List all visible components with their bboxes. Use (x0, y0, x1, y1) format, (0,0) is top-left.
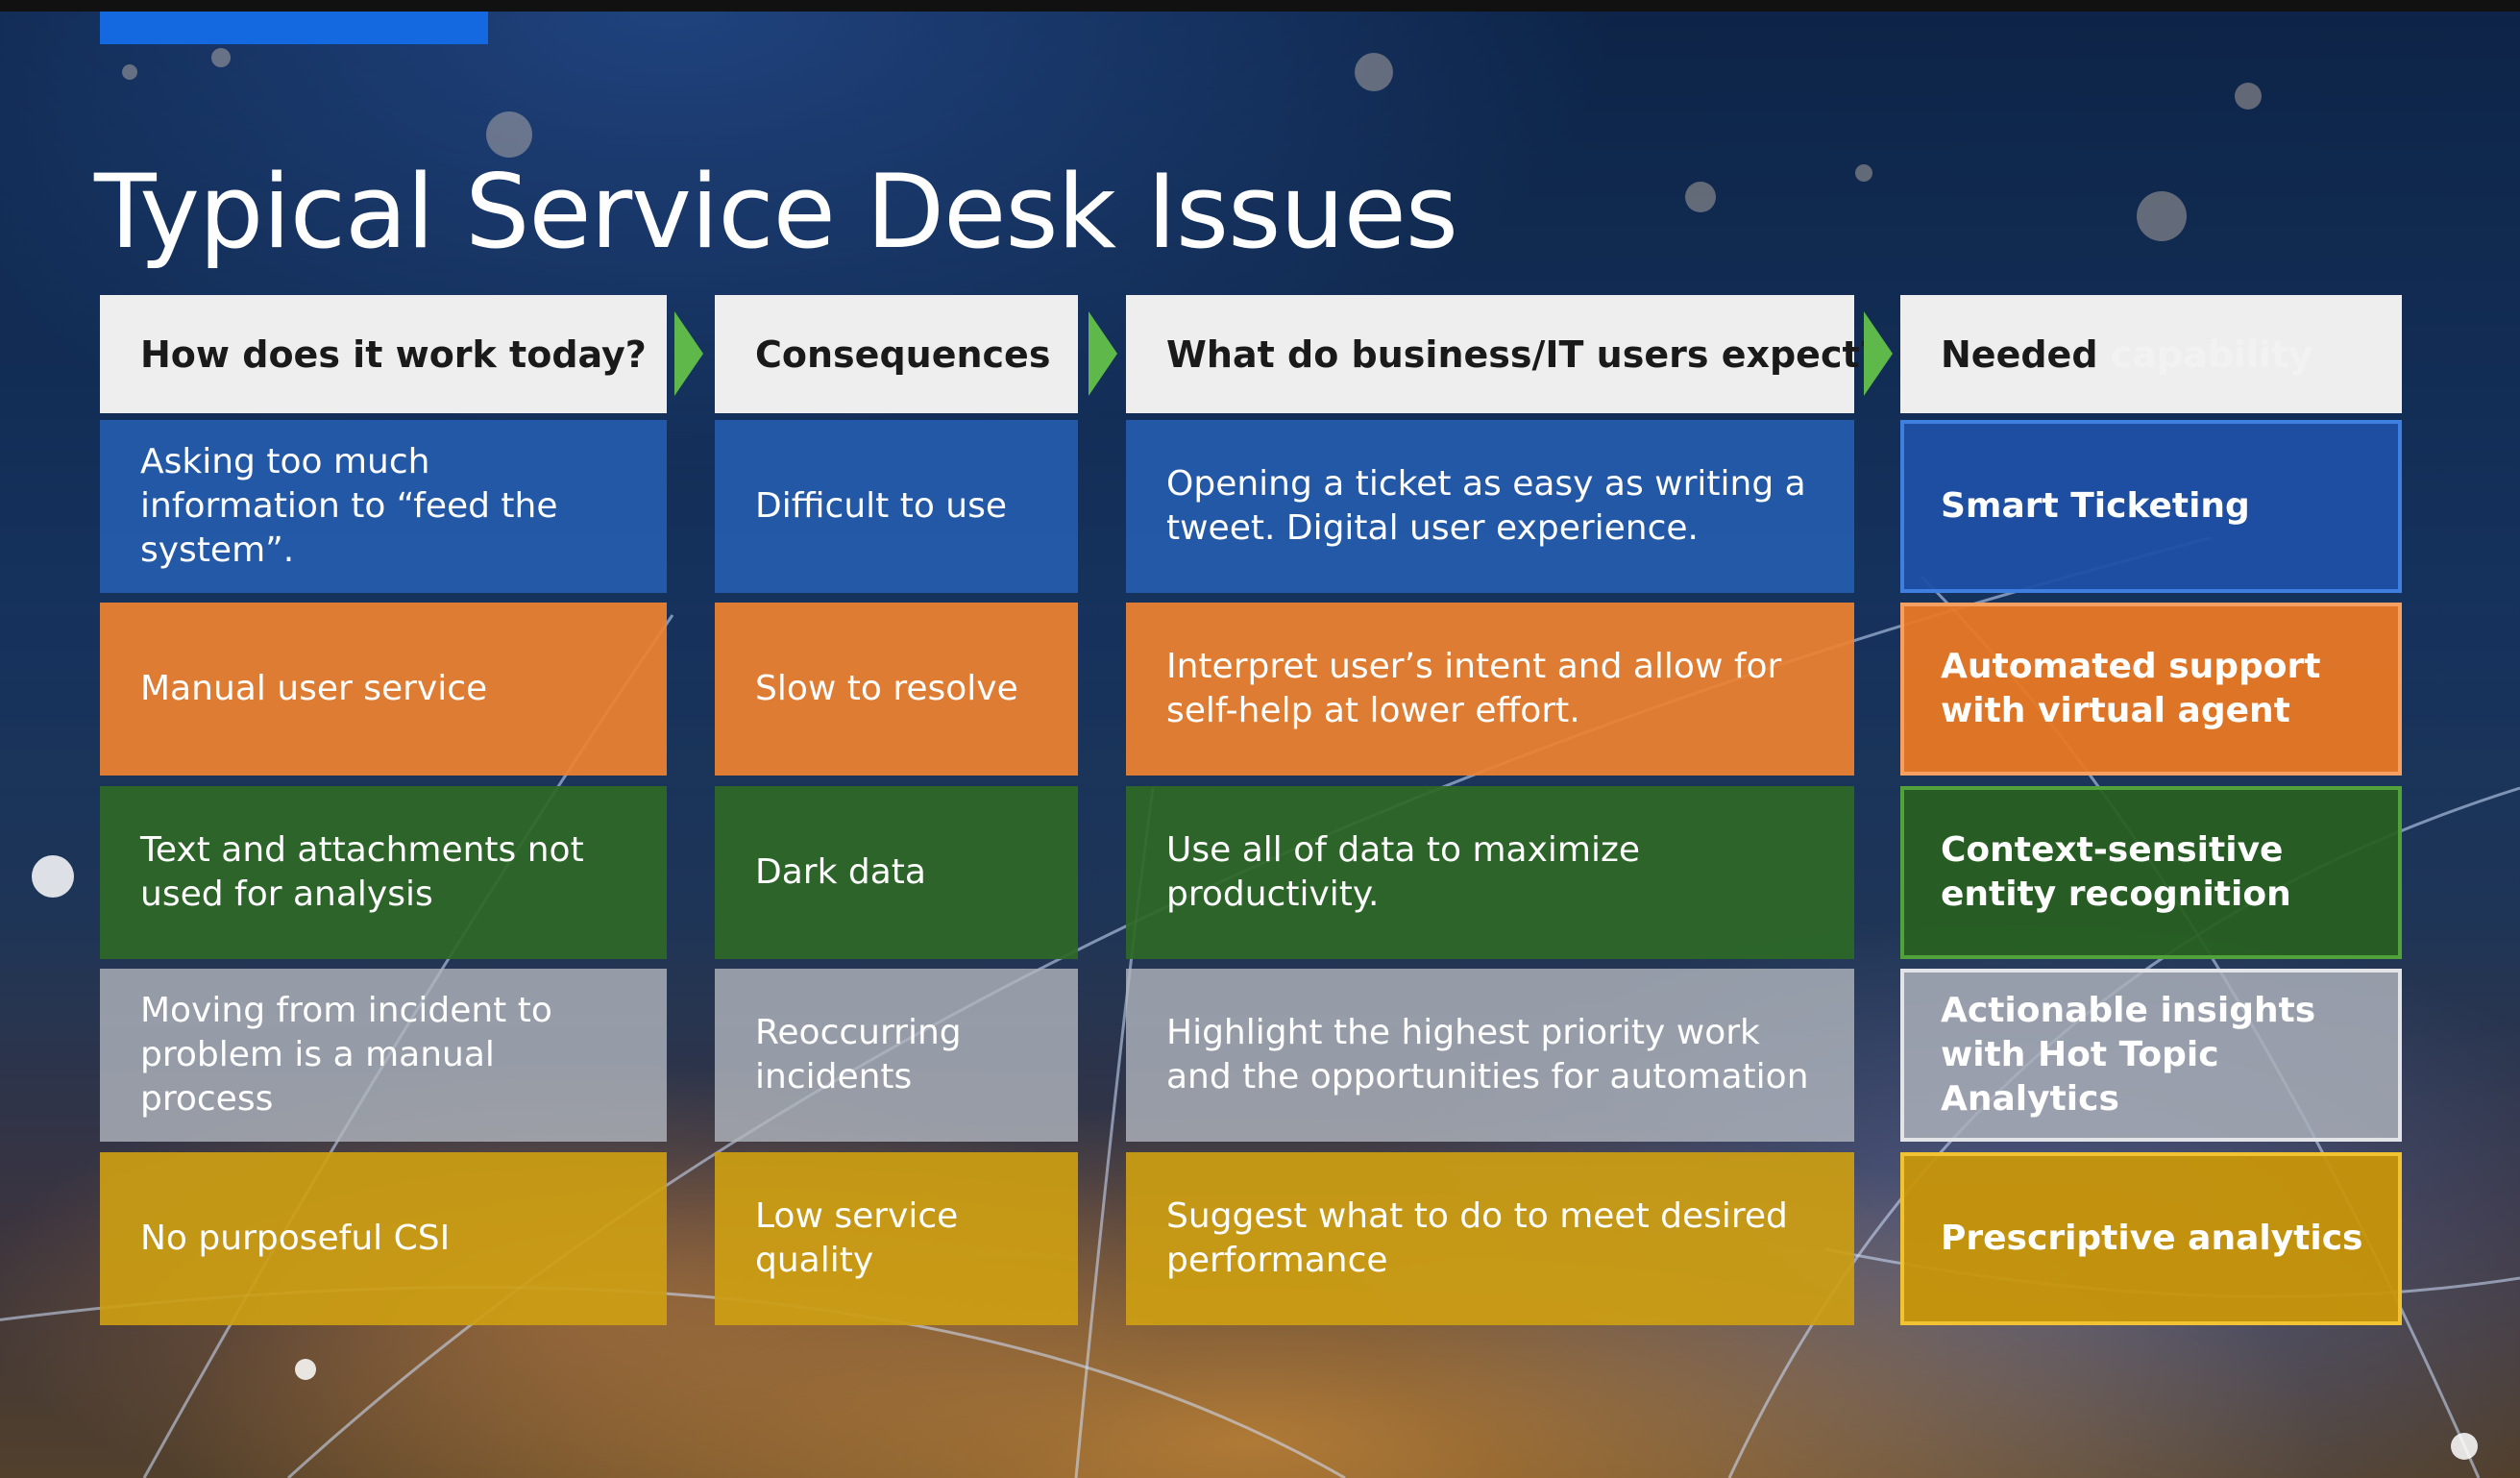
cell-today-row-1: Asking too much information to “feed the… (100, 420, 667, 593)
cell-today-row-2: Manual user service (100, 603, 667, 776)
cell-capability-row-3: Context-sensitive entity recognition (1900, 786, 2402, 959)
cell-capability-row-5: Prescriptive analytics (1900, 1152, 2402, 1325)
flow-arrow-icon (1089, 311, 1117, 396)
cell-expectations-row-5: Suggest what to do to meet desired perfo… (1126, 1152, 1854, 1325)
header-label: Consequences (755, 333, 1051, 376)
header-label: Needed (1941, 333, 2111, 376)
slide-title: Typical Service Desk Issues (94, 153, 1458, 271)
cell-expectations-row-2: Interpret user’s intent and allow for se… (1126, 603, 1854, 776)
header-expectations: What do business/IT users expect? (1126, 295, 1881, 413)
cell-today-row-4: Moving from incident to problem is a man… (100, 969, 667, 1142)
cell-consequences-row-1: Difficult to use (715, 420, 1078, 593)
header-today: How does it work today? (100, 295, 667, 413)
flow-arrow-icon (674, 311, 703, 396)
accent-bar (100, 12, 488, 44)
header-consequences: Consequences (715, 295, 1078, 413)
cell-expectations-row-1: Opening a ticket as easy as writing a tw… (1126, 420, 1854, 593)
top-bar (0, 0, 2520, 12)
cell-expectations-row-4: Highlight the highest priority work and … (1126, 969, 1854, 1142)
cell-consequences-row-4: Reoccurring incidents (715, 969, 1078, 1142)
flow-arrow-icon (1864, 311, 1893, 396)
header-capability: Needed capability (1900, 295, 2402, 413)
cell-today-row-3: Text and attachments not used for analys… (100, 786, 667, 959)
header-label: What do business/IT users expect? (1166, 333, 1881, 376)
cell-consequences-row-5: Low service quality (715, 1152, 1078, 1325)
cell-capability-row-4: Actionable insights with Hot Topic Analy… (1900, 969, 2402, 1142)
cell-consequences-row-2: Slow to resolve (715, 603, 1078, 776)
cell-capability-row-2: Automated support with virtual agent (1900, 603, 2402, 776)
cell-expectations-row-3: Use all of data to maximize productivity… (1126, 786, 1854, 959)
cell-today-row-5: No purposeful CSI (100, 1152, 667, 1325)
header-label-faded: capability (2110, 333, 2312, 376)
cell-capability-row-1: Smart Ticketing (1900, 420, 2402, 593)
header-label: How does it work today? (140, 333, 647, 376)
cell-consequences-row-3: Dark data (715, 786, 1078, 959)
